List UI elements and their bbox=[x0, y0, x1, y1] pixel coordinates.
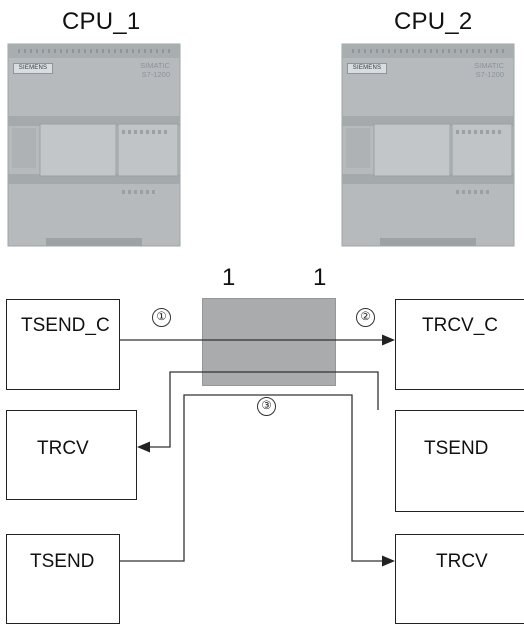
line-tsend-to-trcv-cpu2 bbox=[120, 395, 384, 561]
block-trcv-c: TRCV_C bbox=[395, 299, 524, 390]
block-trcv-cpu1-label: TRCV bbox=[37, 438, 166, 460]
block-trcv-cpu1: TRCV bbox=[6, 410, 137, 500]
callout-2: ② bbox=[356, 308, 375, 327]
block-tsend-c: TSEND_C bbox=[6, 299, 120, 390]
callout-1: ① bbox=[152, 308, 171, 327]
block-tsend-c-label: TSEND_C bbox=[21, 315, 133, 337]
block-tsend-cpu1: TSEND bbox=[6, 534, 120, 624]
block-tsend-cpu2: TSEND bbox=[395, 410, 524, 512]
block-tsend-cpu2-label: TSEND bbox=[424, 438, 524, 460]
arrow-head-icon bbox=[382, 556, 395, 567]
block-tsend-cpu1-label: TSEND bbox=[30, 551, 142, 573]
block-trcv-c-label: TRCV_C bbox=[422, 315, 524, 337]
block-trcv-cpu2: TRCV bbox=[395, 534, 524, 624]
callout-3: ③ bbox=[257, 397, 276, 416]
arrow-head-icon bbox=[382, 335, 395, 346]
block-trcv-cpu2-label: TRCV bbox=[436, 551, 524, 573]
